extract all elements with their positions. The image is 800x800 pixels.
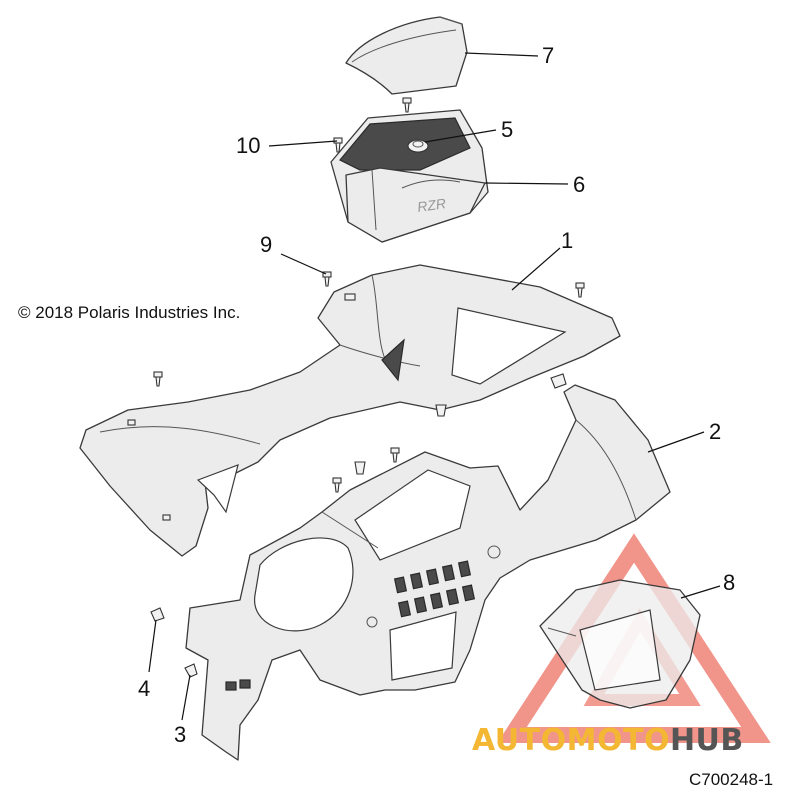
watermark-part2: HUB	[670, 723, 744, 758]
screw-10	[333, 137, 343, 153]
screw-9	[322, 271, 332, 287]
callout-8: 8	[723, 570, 735, 595]
part-3-fastener	[184, 663, 198, 678]
callout-6: 6	[573, 172, 585, 197]
part-2-lower-panel	[185, 384, 671, 761]
vent-slots	[225, 560, 476, 691]
part-7-lid	[345, 16, 468, 95]
embossed-rzr: RZR	[416, 195, 447, 215]
part-1-upper-panel	[79, 264, 621, 557]
callout-9: 9	[260, 232, 272, 257]
callout-labels: 7 5 6 10 9 1 2 8 4 3	[138, 43, 735, 747]
callout-3: 3	[174, 722, 186, 747]
part-4-clip	[150, 607, 165, 622]
part-5-plug	[407, 139, 429, 153]
watermark-text: AUTOMOTOHUB	[472, 723, 744, 758]
figure-id: C700248-1	[689, 770, 773, 789]
part-6-storage-box: RZR	[330, 109, 489, 243]
svg-text:AUTOMOTOHUB: AUTOMOTOHUB	[472, 723, 744, 758]
copyright-notice: © 2018 Polaris Industries Inc.	[18, 303, 240, 322]
callout-10: 10	[236, 133, 260, 158]
callout-5: 5	[501, 117, 513, 142]
callout-2: 2	[709, 419, 721, 444]
callout-4: 4	[138, 676, 150, 701]
part-8-bezel	[539, 579, 701, 709]
callout-1: 1	[561, 228, 573, 253]
screw-lid	[402, 97, 412, 113]
watermark-part1: AUTOMOTO	[472, 723, 670, 758]
leader-lines	[148, 52, 721, 721]
callout-7: 7	[542, 43, 554, 68]
loose-screws	[153, 282, 585, 493]
